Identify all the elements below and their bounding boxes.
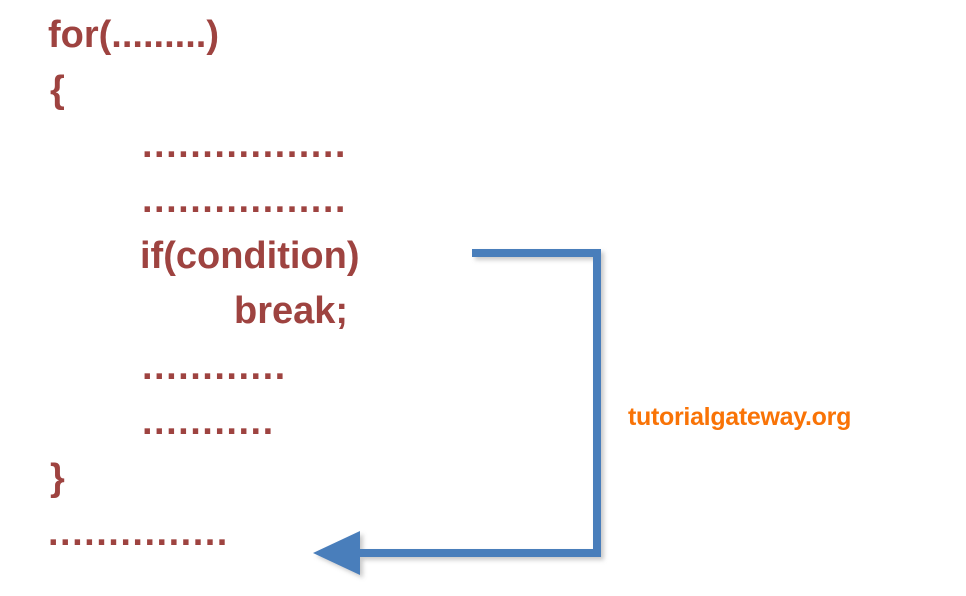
code-line-close-brace: }	[50, 457, 65, 499]
watermark-tutorialgateway: tutorialgateway.org	[628, 403, 852, 431]
code-line-open-brace: {	[50, 69, 65, 111]
code-line-for-statement: for(.........)	[48, 14, 219, 56]
code-line-dots-5: ...............	[48, 512, 229, 554]
code-line-dots-1: .................	[142, 124, 347, 166]
code-block: for(.........) { ................. .....…	[48, 14, 360, 554]
code-line-if-condition: if(condition)	[140, 235, 360, 277]
code-line-dots-4: ...........	[142, 401, 275, 443]
code-line-dots-2: .................	[142, 179, 347, 221]
code-line-dots-3: ............	[142, 346, 287, 388]
code-line-break-statement: break;	[234, 290, 349, 332]
